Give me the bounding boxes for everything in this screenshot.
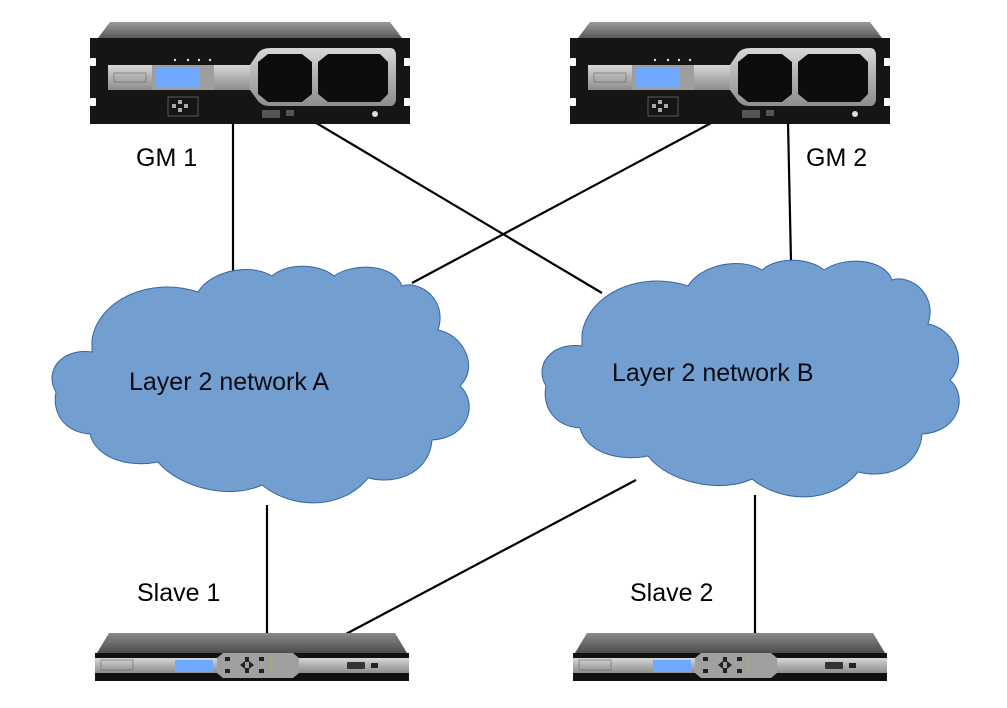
network-a-label: Layer 2 network A	[129, 368, 329, 396]
slave1-label: Slave 1	[137, 579, 220, 607]
slave1-device	[94, 632, 410, 682]
slave2-label: Slave 2	[630, 579, 713, 607]
gm2-label: GM 2	[806, 144, 867, 172]
network-b-label: Layer 2 network B	[612, 359, 814, 387]
gm2-device	[569, 21, 891, 125]
slave2-device	[572, 632, 888, 682]
connections	[231, 120, 793, 636]
cloud-network-b: Layer 2 network B	[541, 259, 960, 498]
link-gm2-netB	[786, 121, 793, 263]
link-gm2-netA	[411, 121, 714, 284]
gm1-label: GM 1	[136, 144, 197, 172]
gm1-device	[89, 21, 411, 125]
link-netB-slave1	[343, 479, 637, 636]
link-gm1-netB	[312, 120, 603, 294]
cloud-network-a: Layer 2 network A	[51, 265, 470, 504]
